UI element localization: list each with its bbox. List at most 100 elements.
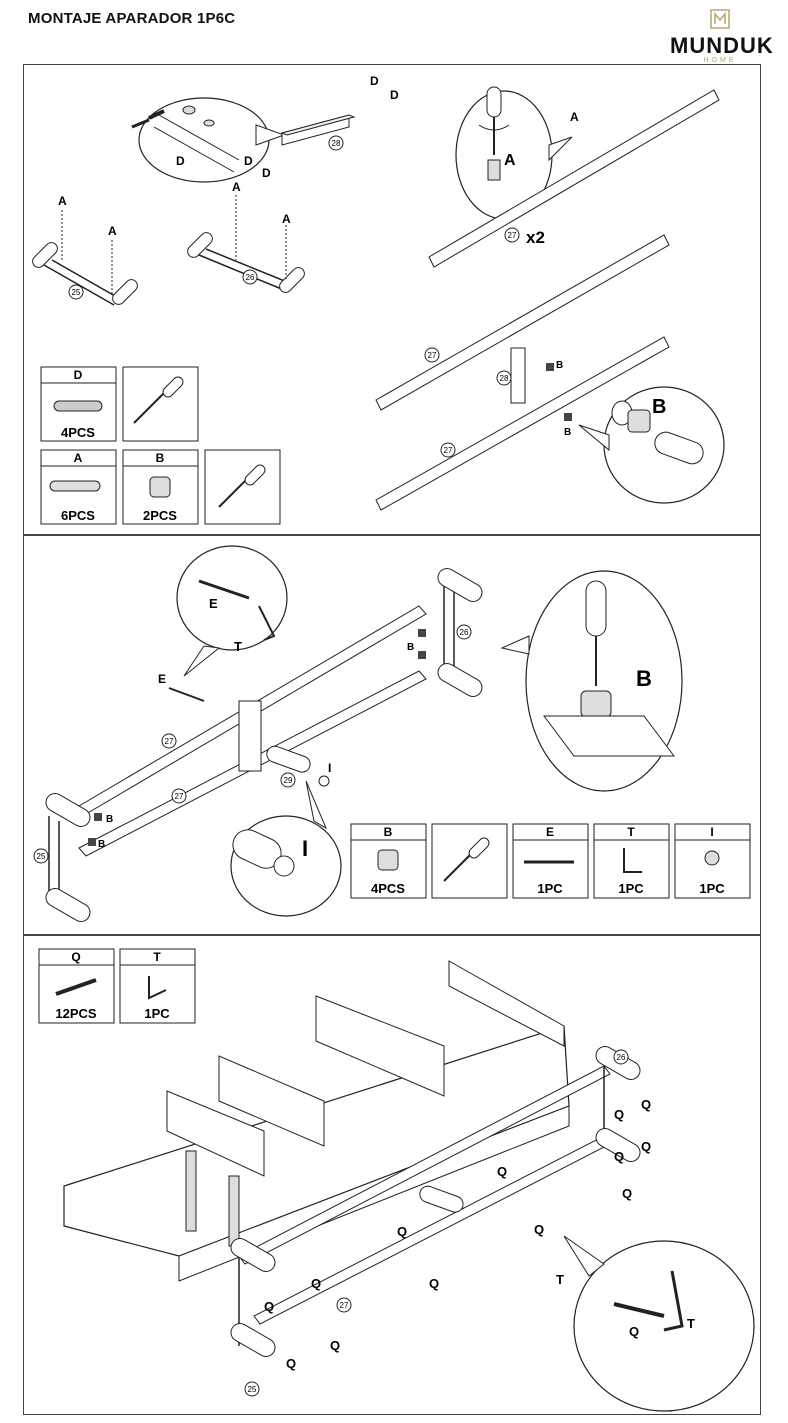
label-t: T — [687, 1316, 695, 1331]
allen-key-icon — [623, 848, 642, 873]
label-e: E — [158, 672, 166, 686]
label-a: A — [232, 180, 241, 194]
part-t-letter: T — [627, 825, 635, 839]
label-a: A — [570, 110, 579, 124]
step-2-panel: E T E 27 27 29 I 26 B 25 B B — [23, 535, 761, 935]
label-d: D — [262, 166, 271, 180]
rails-with-part-28: 28 27 27 B B — [375, 234, 670, 511]
cam-screw-detail-callout: A — [455, 86, 573, 220]
cam-lock-detail-callout: B — [578, 386, 725, 504]
part-t-qty: 1PC — [618, 881, 644, 896]
step-3-panel: Q 12PCS T 1PC 26 25 27 — [23, 935, 761, 1415]
label-i: I — [328, 761, 331, 775]
part-q-letter: Q — [71, 950, 80, 964]
label-d: D — [244, 154, 253, 168]
part-25-frame: A A 25 — [32, 194, 138, 306]
cam-lock-detail-callout: B — [500, 570, 683, 792]
screw-q-labels: Q Q Q Q Q Q Q Q Q Q Q Q Q T — [264, 1097, 651, 1371]
parts-legend: B 4PCS E 1PC T 1PC I 1PC — [350, 823, 751, 899]
label-q: Q — [614, 1149, 624, 1164]
label-q: Q — [330, 1338, 340, 1353]
label-26: 26 — [460, 628, 469, 637]
brand-mark-icon — [710, 9, 730, 29]
step-1-panel: D 28 D D D D A A 25 A A 26 — [23, 64, 761, 535]
part-e-qty: 1PC — [537, 881, 563, 896]
step-2-drawing: E T E 27 27 29 I 26 B 25 B B — [33, 545, 751, 922]
label-a: A — [282, 212, 291, 226]
label-t: T — [556, 1272, 564, 1287]
label-q: Q — [622, 1186, 632, 1201]
screw-e-detail-callout: E T — [176, 545, 288, 677]
part-26-frame: 26 B — [407, 568, 483, 697]
label-q: Q — [641, 1139, 651, 1154]
label-q: Q — [311, 1276, 321, 1291]
label-q: Q — [641, 1097, 651, 1112]
label-26: 26 — [246, 273, 255, 282]
label-27: 27 — [508, 231, 517, 240]
part-25-frame: 25 B B — [33, 793, 113, 922]
parts-legend: D 4PCS A 6PCS B 2PCS — [40, 366, 281, 525]
label-b: B — [564, 427, 571, 438]
part-d-qty: 4PCS — [61, 425, 95, 440]
brand-subtitle: HOME — [703, 57, 737, 64]
step-1-drawing: D 28 D D D D A A 25 A A 26 — [32, 74, 725, 525]
part-b-qty: 4PCS — [371, 881, 405, 896]
label-q: Q — [264, 1299, 274, 1314]
label-25: 25 — [72, 288, 81, 297]
label-27: 27 — [444, 446, 453, 455]
label-27: 27 — [428, 351, 437, 360]
label-q: Q — [534, 1222, 544, 1237]
label-27: 27 — [175, 792, 184, 801]
part-t-letter: T — [153, 950, 161, 964]
parts-legend: Q 12PCS T 1PC — [38, 948, 196, 1024]
label-27: 27 — [340, 1301, 349, 1310]
part-b-letter: B — [384, 825, 393, 839]
leveler-icon — [704, 850, 720, 866]
label-q: Q — [286, 1356, 296, 1371]
label-a: A — [108, 224, 117, 238]
label-b: B — [556, 360, 563, 371]
label-26: 26 — [617, 1053, 626, 1062]
document-title: MONTAJE APARADOR 1P6C — [28, 10, 236, 27]
brand-logo: MUNDUK HOME — [670, 8, 774, 64]
part-i-letter: I — [710, 825, 713, 839]
part-d-letter: D — [74, 368, 83, 382]
label-25: 25 — [248, 1385, 257, 1394]
label-a: A — [504, 152, 516, 169]
label-b: B — [98, 839, 105, 850]
label-28: 28 — [500, 374, 509, 383]
allen-key-icon — [148, 976, 167, 1000]
label-i: I — [302, 836, 308, 861]
part-a-qty: 6PCS — [61, 508, 95, 523]
step-3-drawing: Q 12PCS T 1PC 26 25 27 — [38, 948, 755, 1412]
dowel-detail-callout — [131, 97, 286, 183]
part-b-letter: B — [156, 451, 165, 465]
label-d: D — [370, 74, 379, 88]
label-e: E — [209, 596, 218, 611]
label-q: Q — [629, 1324, 639, 1339]
part-i-qty: 1PC — [699, 881, 725, 896]
screw-q-detail-callout: Q T — [563, 1235, 755, 1412]
part-e-letter: E — [546, 825, 554, 839]
part-q-qty: 12PCS — [55, 1006, 97, 1021]
label-x2: x2 — [526, 228, 545, 247]
label-q: Q — [429, 1276, 439, 1291]
label-d: D — [176, 154, 185, 168]
label-b: B — [652, 396, 666, 418]
part-t-qty: 1PC — [144, 1006, 170, 1021]
label-q: Q — [614, 1107, 624, 1122]
label-q: Q — [497, 1164, 507, 1179]
label-25: 25 — [37, 852, 46, 861]
leg-frame-assembly: 26 25 27 — [230, 1046, 641, 1397]
label-b: B — [106, 814, 113, 825]
part-28: 28 — [280, 114, 356, 151]
part-b-qty: 2PCS — [143, 508, 177, 523]
label-27: 27 — [165, 737, 174, 746]
label-28: 28 — [332, 139, 341, 148]
part-27-rail-top: 27 x2 — [428, 89, 720, 268]
leveler-i-detail-callout: I — [230, 780, 342, 917]
label-q: Q — [397, 1224, 407, 1239]
part-a-letter: A — [74, 451, 83, 465]
brand-name: MUNDUK — [670, 33, 774, 58]
label-29: 29 — [284, 776, 293, 785]
